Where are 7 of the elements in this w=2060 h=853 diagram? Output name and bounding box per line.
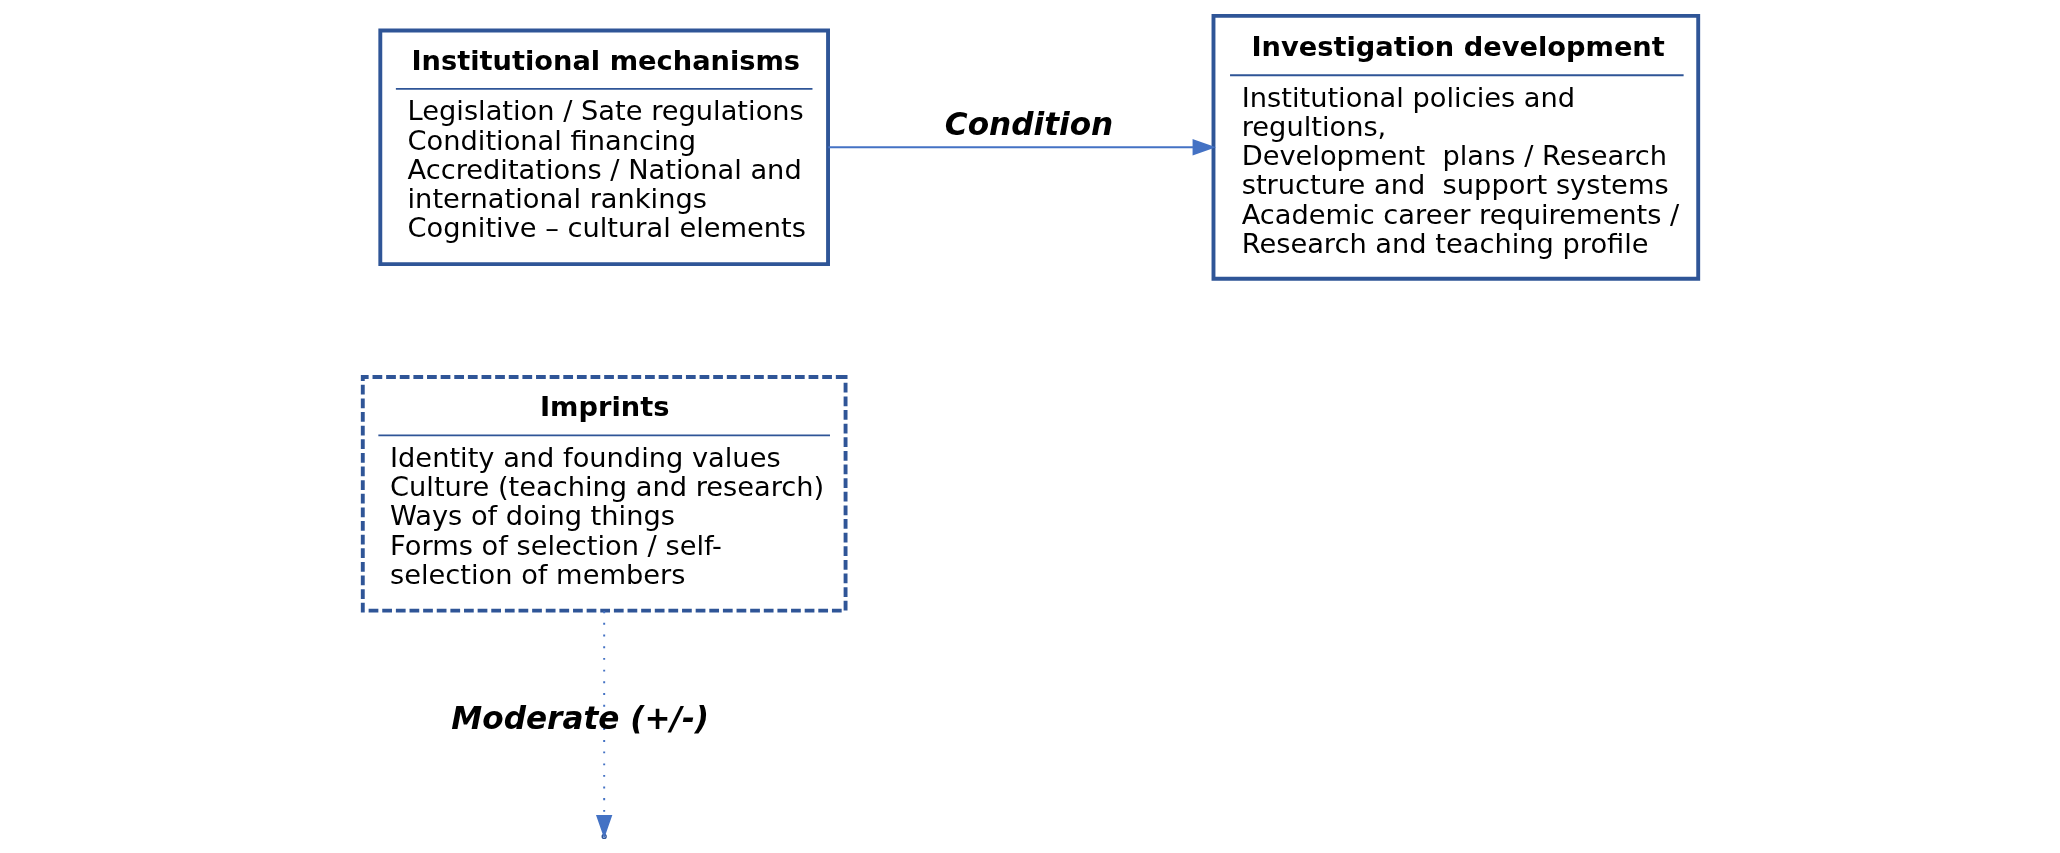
node-box: Investigation development Institutional policies and regultions, Development plans / Research structure and support systems Academic career requirements / Research and teaching profile bbox=[1211, 13, 1700, 281]
arrow bbox=[595, 610, 612, 839]
edge-label: Condition bbox=[944, 106, 1113, 143]
edge-label: Moderate (+/-) bbox=[450, 699, 709, 736]
node-box: Imprints Identity and founding values Culture (teaching and research) Ways of doing things Forms of selection / self-selection of members bbox=[360, 375, 847, 613]
node-box: Institutional mechanisms Legislation / Sate regulations Conditional financing Accreditations / National and international rankings Cognitive – cultural elements bbox=[377, 28, 830, 267]
arrow bbox=[826, 139, 1216, 156]
